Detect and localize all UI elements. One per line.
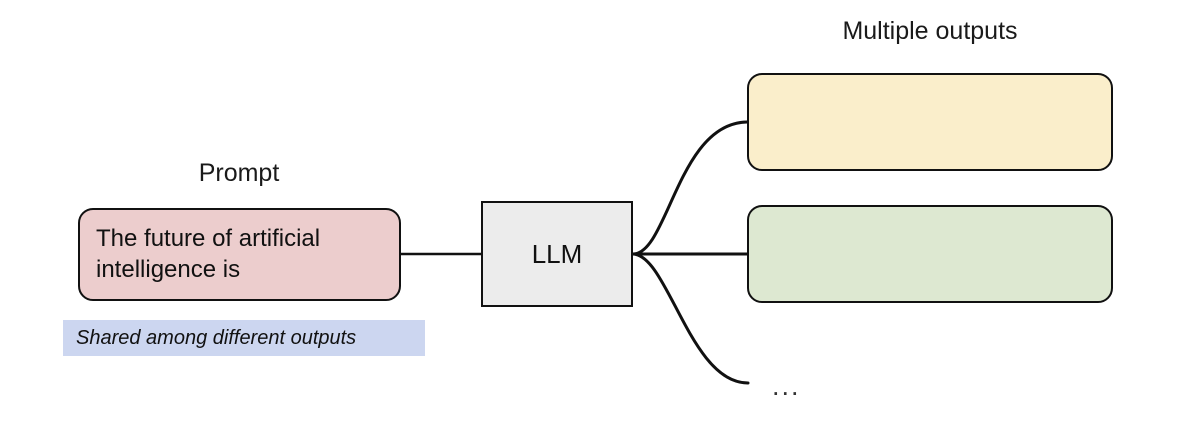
prompt-box[interactable]: The future of artificial intelligence is: [78, 208, 401, 301]
prompt-title: Prompt: [198, 159, 280, 187]
llm-box[interactable]: LLM: [481, 201, 633, 307]
output-box-2[interactable]: [747, 205, 1113, 303]
edge-llm-to-ellipsis: [631, 252, 750, 385]
edge-llm-to-output-1: [631, 120, 749, 256]
output-box-1[interactable]: [747, 73, 1113, 171]
shared-note-text: Shared among different outputs: [76, 326, 357, 349]
outputs-title: Multiple outputs: [842, 17, 1018, 45]
prompt-box-text: The future of artificial intelligence is: [96, 224, 321, 283]
shared-note-band: Shared among different outputs: [63, 320, 425, 356]
ellipsis-more-outputs: ...: [772, 371, 801, 401]
llm-box-label: LLM: [531, 238, 583, 269]
